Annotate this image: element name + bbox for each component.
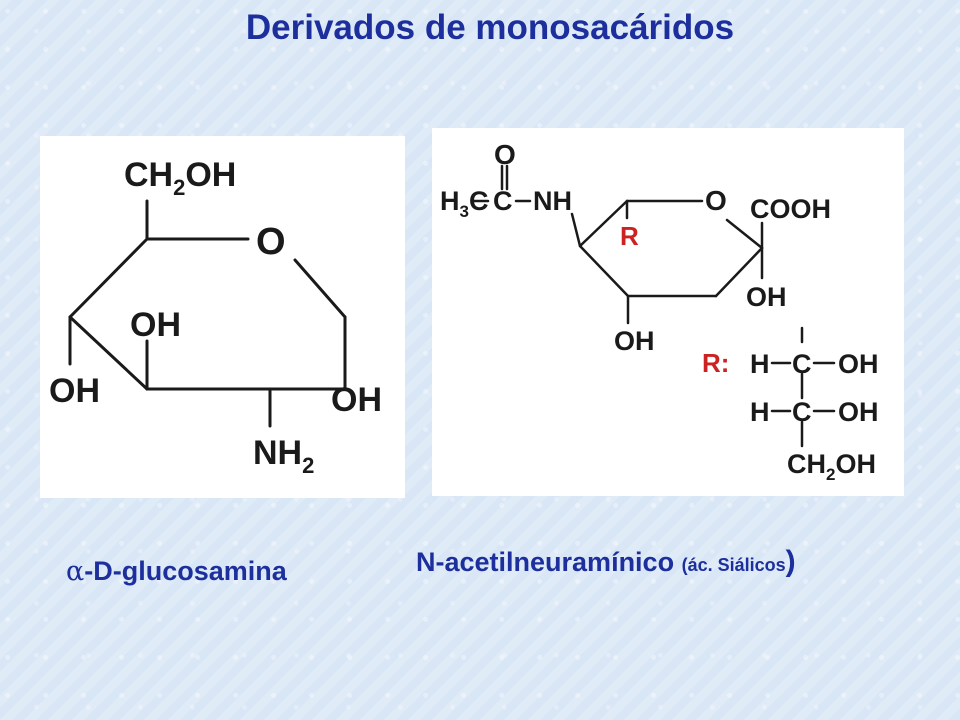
neuraminic-caption: N-acetilneuramínico (ác. Siálicos) bbox=[416, 545, 796, 579]
nh2-nh-label: NH bbox=[253, 434, 302, 472]
glucosamine-structure: CH2OH O OH OH OH NH2 bbox=[49, 156, 382, 478]
carbonyl-oxygen-label: O bbox=[494, 139, 516, 170]
bond-c4-c5 bbox=[578, 244, 630, 298]
r-ch2oh-ch-label: CH bbox=[787, 449, 826, 479]
neuraminic-caption-text: N-acetilneuramínico bbox=[416, 547, 675, 577]
r-c1-label: C bbox=[792, 349, 812, 379]
r-ring-label: R bbox=[620, 221, 639, 251]
ring-oxygen-label: O bbox=[705, 185, 727, 216]
glucosamine-caption: α-D-glucosamina bbox=[66, 556, 287, 587]
cooh-label: COOH bbox=[750, 194, 831, 224]
bond-c5-nh bbox=[570, 212, 582, 248]
r-h2-label: H bbox=[750, 397, 770, 427]
r-h1-label: H bbox=[750, 349, 770, 379]
neuraminic-caption-close-paren: ) bbox=[785, 545, 796, 578]
ch2oh-subscript: 2 bbox=[173, 175, 185, 200]
neuraminic-caption-note: (ác. Siálicos bbox=[681, 555, 786, 575]
oh-c4-label: OH bbox=[614, 326, 655, 356]
r-c2-label: C bbox=[792, 397, 812, 427]
r-oh2-label: OH bbox=[838, 397, 879, 427]
carbonyl-carbon-label: C bbox=[493, 186, 513, 216]
svg-text:H3C: H3C bbox=[440, 186, 488, 221]
r-definition-label: R: bbox=[702, 348, 729, 378]
h3c-h-label: H bbox=[440, 186, 460, 216]
ch2oh-ch-label: CH bbox=[124, 156, 173, 194]
glucosamine-caption-text: -D-glucosamina bbox=[84, 556, 287, 586]
nh2-subscript: 2 bbox=[302, 453, 314, 478]
neuraminic-structure-panel: O H3C C NH O COOH R OH OH R: H C OH H C … bbox=[432, 128, 904, 496]
glucosamine-structure-panel: CH2OH O OH OH OH NH2 bbox=[40, 136, 405, 498]
bond-c2-c3 bbox=[714, 246, 764, 298]
oh-c2-label: OH bbox=[746, 282, 787, 312]
svg-text:CH2OH: CH2OH bbox=[124, 156, 236, 200]
bond-o-c2 bbox=[725, 218, 764, 250]
bond-c5-c6 bbox=[578, 199, 629, 248]
r-ch2oh-oh-label: OH bbox=[835, 449, 876, 479]
bond-o-c1 bbox=[293, 258, 347, 319]
svg-text:NH2: NH2 bbox=[253, 434, 314, 478]
neuraminic-structure: O H3C C NH O COOH R OH OH R: H C OH H C … bbox=[440, 139, 879, 484]
bond-c5-c4 bbox=[68, 237, 149, 319]
r-ch2oh-subscript: 2 bbox=[826, 465, 835, 484]
r-oh1-label: OH bbox=[838, 349, 879, 379]
nh-label: NH bbox=[533, 186, 572, 216]
svg-text:CH2OH: CH2OH bbox=[787, 449, 876, 484]
oh-c4-label: OH bbox=[49, 372, 100, 410]
alpha-symbol: α bbox=[66, 556, 85, 587]
slide-title: Derivados de monosacáridos bbox=[245, 8, 735, 47]
h3c-c-label: C bbox=[469, 186, 489, 216]
ring-oxygen-label: O bbox=[256, 221, 286, 263]
bond-c4-c5a bbox=[68, 315, 149, 391]
oh-c1-label: OH bbox=[331, 381, 382, 419]
h3c-subscript: 3 bbox=[460, 202, 469, 221]
ch2oh-oh-label: OH bbox=[185, 156, 236, 194]
oh-c3-label: OH bbox=[130, 306, 181, 344]
